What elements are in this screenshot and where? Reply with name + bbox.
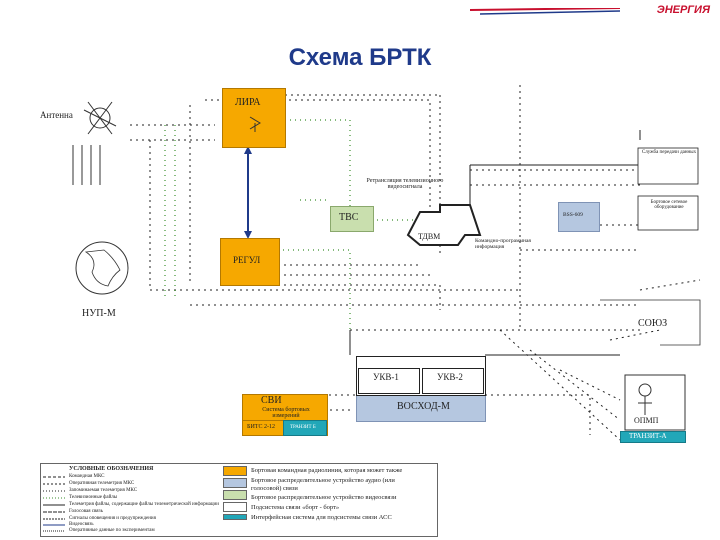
legend-left-item: Командная МКС — [69, 474, 105, 479]
page-title: Схема БРТК — [288, 44, 432, 71]
lira-box: ЛИРА — [222, 88, 286, 148]
legend-right-item: Интерфейсная система для подсистемы связ… — [251, 514, 392, 521]
legend-swatch-teal — [223, 514, 247, 520]
legend-left-item: Телевизионные файлы — [69, 495, 118, 500]
logo-stripes — [470, 8, 620, 15]
nup-label: НУП-М — [82, 308, 116, 319]
tvs-box: ТВС — [330, 206, 374, 232]
tdvm-label: ТДВМ — [418, 232, 441, 241]
voskhod-label: ВОСХОД-М — [397, 401, 450, 412]
ukv2-label: УКВ-2 — [437, 372, 463, 382]
legend-left-item: Оперативные данные по экспериментам — [69, 528, 155, 533]
svi-title: СВИ — [261, 395, 282, 406]
regul-box: РЕГУЛ — [220, 238, 280, 286]
legend-left-item: Телеметрия файлы, содержащие файлы телем… — [69, 502, 219, 507]
legend-right-item: Бортовое распределительное устройство ау… — [251, 477, 395, 484]
voskhod-box: ВОСХОД-М — [356, 394, 486, 422]
legend-swatch-blue — [223, 478, 247, 488]
legend-right-item: Бортовая командная радиолиния, которая м… — [251, 467, 403, 474]
svi-tranzit-box: ТРАНЗИТ Б — [283, 420, 327, 436]
tranzit-a-label: ТРАНЗИТ-А — [629, 432, 667, 440]
svi-tranzit-label: ТРАНЗИТ Б — [290, 425, 316, 430]
ukv1-label: УКВ-1 — [373, 372, 399, 382]
legend-left-item: Оперативная телеметрия МКС — [69, 481, 135, 486]
legend-line-samples — [43, 476, 65, 532]
legend-right-item: голосовой) связи — [251, 485, 298, 492]
tranzit-a-box: ТРАНЗИТ-А — [620, 431, 686, 443]
legend-left-item: Сигналы оповещения и предупреждения — [69, 516, 156, 521]
legend-swatch-orange — [223, 466, 247, 476]
energia-logo: ЭНЕРГИЯ — [656, 4, 710, 16]
antenna-label: Антенна — [40, 110, 73, 120]
bss-box: BSS-609 — [558, 202, 600, 232]
note-rs2: Бортовое сетевое оборудование — [650, 200, 688, 210]
bss-label: BSS-609 — [563, 212, 583, 218]
legend-right-item: Подсистема связи «борт - борт» — [251, 504, 340, 511]
soyuz-label: СОЮЗ — [638, 318, 668, 329]
note-cmd: Командно-программная информация — [475, 238, 531, 250]
ukv1-box: УКВ-1 — [358, 368, 420, 394]
legend-right-item: Бортовое распределительное устройство ви… — [251, 494, 397, 501]
legend-left-item: Голосовая связь — [69, 509, 103, 514]
legend-swatch-white — [223, 502, 247, 512]
note-tv: Ретрансляция телевизионного видеосигнала — [366, 178, 444, 190]
legend-panel: УСЛОВНЫЕ ОБОЗНАЧЕНИЯ Командная МКС Опера… — [40, 463, 438, 537]
legend-swatch-green — [223, 490, 247, 500]
note-rs: Служба передачи данных — [641, 150, 697, 155]
legend-left-item: Запоминаемая телеметрия МКС — [69, 488, 138, 493]
antenna-small-icon — [249, 116, 261, 132]
svi-bits-label: БИТС 2-12 — [247, 424, 275, 430]
opmp-label: ОПМП — [634, 416, 659, 425]
tvs-label: ТВС — [339, 212, 359, 223]
ukv2-box: УКВ-2 — [422, 368, 484, 394]
lira-label: ЛИРА — [235, 97, 261, 108]
svi-subtitle: Система бортовых измерений — [262, 407, 310, 419]
svi-bits-box: БИТС 2-12 — [242, 420, 284, 436]
regul-label: РЕГУЛ — [233, 255, 261, 265]
legend-left-item: Видеосвязь — [69, 522, 94, 527]
legend-heading: УСЛОВНЫЕ ОБОЗНАЧЕНИЯ — [69, 466, 154, 472]
